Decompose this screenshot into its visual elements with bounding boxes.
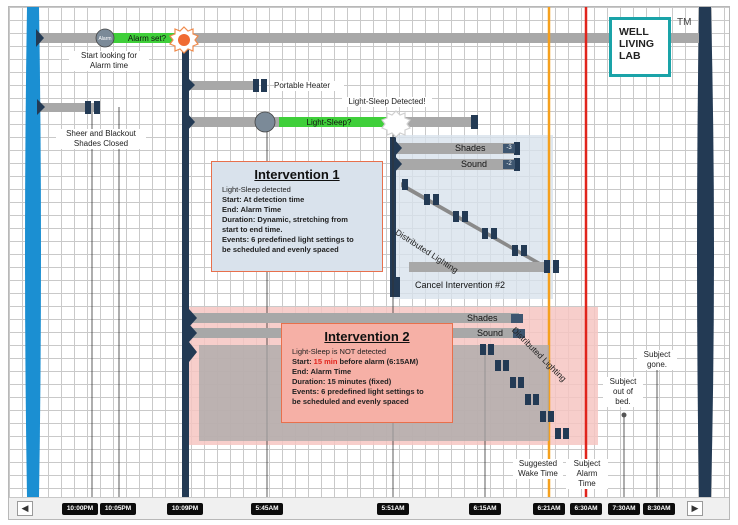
intervention2-line6: be scheduled and evenly spaced [292,397,409,406]
right-navy-bar [697,7,714,497]
intervention1-title: Intervention 1 [254,167,340,182]
time-tick-551am: 5:51AM [377,503,409,515]
time-tick-1000pm: 10:00PM [62,503,98,515]
alarm-icon-text: Alarm [98,36,112,42]
alarm-set-label: Alarm set? [127,34,167,43]
intervention1-line5: start to end time. [222,225,283,234]
scroll-left-button[interactable]: ◀ [17,501,33,516]
left-blue-bar [25,7,41,497]
time-tick-545am: 5:45AM [251,503,283,515]
v-bar-1009 [182,37,189,497]
intervention1-line3: End: Alarm Time [222,205,282,214]
intervention2-line1: Light-Sleep is NOT detected [292,347,387,356]
intervention2-line3: End: Alarm Time [292,367,352,376]
sound-label-1: Sound [461,159,488,169]
shades-closed-label: Sheer and Blackout Shades Closed [56,129,146,149]
subject-gone-label: Subject gone. [637,350,677,370]
alarm-set-green [112,33,179,43]
intervention1-line1: Light-Sleep detected [222,185,291,194]
sound-badge-2 [513,329,525,338]
intervention2-line2: Start: 15 min before alarm (6:15AM) [292,357,419,366]
light-sleep-clock-icon [254,111,276,133]
time-tick-730am: 7:30AM [608,503,640,515]
sound-badge-1: -2 [503,160,515,169]
shades-badge-2 [511,314,523,323]
portable-heater-label: Portable Heater [274,81,344,91]
intervention1-line4: Duration: Dynamic, stretching from [222,215,348,224]
intervention1-line2: Start: At detection time [222,195,305,204]
intervention1-line7: be scheduled and evenly spaced [222,245,339,254]
time-tick-630am: 6:30AM [570,503,602,515]
intervention2-title: Intervention 2 [324,329,410,344]
shades-label-1: Shades [455,143,486,153]
timeline-frame: Alarm Alarm set? Start looking for Alarm… [8,6,730,520]
time-tick-615am: 6:15AM [469,503,501,515]
intervention2-line4: Duration: 15 minutes (fixed) [292,377,392,386]
time-tick-621am: 6:21AM [533,503,565,515]
light-sleep-detected-label: Light-Sleep Detected! [342,97,432,107]
scroll-right-button[interactable]: ▶ [687,501,703,516]
subject-alarm-label: Subject Alarm Time [566,459,608,489]
timeline-scrollbar[interactable]: ◀ ▶ 10:00PM 10:05PM 10:09PM 5:45AM 5:51A… [9,497,729,519]
top-bar [39,33,699,43]
trademark-label: TM [677,17,692,28]
time-tick-830am: 8:30AM [643,503,675,515]
intervention2-line5: Events: 6 predefined light settings to [292,387,424,396]
alarm-clock-icon [95,28,115,48]
sound-label-2: Sound [477,328,504,338]
light-sleep-bar-label: Light-Sleep? [306,118,352,127]
suggested-wake-label: Suggested Wake Time [513,459,563,479]
cancel-intervention-label: Cancel Intervention #2 [415,280,506,290]
shades-label-2: Shades [467,313,498,323]
light-sleep-green [279,117,389,127]
light-sleep-starburst-icon [381,110,411,138]
time-tick-1005pm: 10:05PM [100,503,136,515]
start-alarm-label: Start looking for Alarm time [69,51,149,71]
well-living-lab-logo: WELL LIVING LAB [609,17,671,77]
subject-out-label: Subject out of bed. [603,377,643,407]
time-tick-1009pm: 10:09PM [167,503,203,515]
shades-badge-1: -3 [503,144,515,153]
intervention2-box: Intervention 2 Light-Sleep is NOT detect… [281,323,453,423]
intervention1-box: Intervention 1 Light-Sleep detected Star… [211,161,383,272]
intervention1-line6: Events: 6 predefined light settings to [222,235,354,244]
